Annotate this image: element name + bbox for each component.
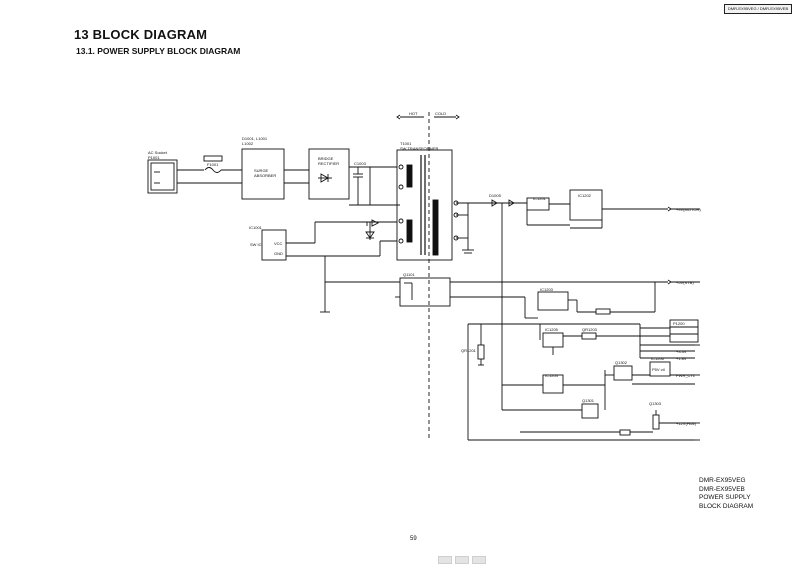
fuse-ref-tag <box>203 155 223 162</box>
ic-a-label: IC1201 <box>533 196 547 201</box>
surge-absorber-block <box>241 148 285 200</box>
qr-switch-2 <box>652 414 660 430</box>
output-label-6: +12V(FAN) <box>676 421 697 426</box>
ic-h-label: Q1303 <box>649 401 662 406</box>
fuse <box>204 167 222 173</box>
hot-label: HOT <box>409 111 418 116</box>
ic-1206-box <box>649 361 671 377</box>
ic-regulator-c <box>537 291 569 311</box>
page-thumbnail[interactable] <box>438 556 452 564</box>
ic-f-label: Q1301 <box>582 398 595 403</box>
sw-ic-pin-vcc: VCC <box>274 241 283 246</box>
ic-e-label: IC1204 <box>545 373 559 378</box>
document-reference-box: DMR-EX95VEG / DMR-EX95VEB <box>724 4 792 14</box>
diode-ref-label: D1005 <box>489 193 502 198</box>
ic-g-label: Q1302 <box>615 360 628 365</box>
qr-switch-1 <box>477 344 485 360</box>
q-switch-f <box>581 403 599 419</box>
ic-c-label: IC1203 <box>540 287 554 292</box>
ic-box-label: P5V ctl <box>652 367 665 372</box>
output-label-5: PWR_CTL <box>676 373 696 378</box>
model-caption: DMR-EX95VEG DMR-EX95VEB POWER SUPPLY BLO… <box>699 477 753 511</box>
ic-b-label: IC1202 <box>578 193 592 198</box>
q-switch-g <box>613 365 633 381</box>
ic-regulator-b <box>569 189 603 221</box>
sw-ic-ref-label: IC1001 <box>249 225 263 230</box>
output-label-1: +9V(MOTOR) <box>676 207 701 212</box>
ic-regulator-d <box>542 332 564 348</box>
page-number: 59 <box>410 536 417 542</box>
page-thumbnail[interactable] <box>472 556 486 564</box>
connector-ref-label: P1200 <box>673 321 685 326</box>
ic-d-label: IC1205 <box>545 327 559 332</box>
resistor <box>595 308 611 315</box>
qr1-label: QR1203 <box>582 327 598 332</box>
sw-ic-label: SW IC <box>250 242 262 247</box>
section-subtitle: 13.1. POWER SUPPLY BLOCK DIAGRAM <box>76 46 241 56</box>
ic-box-ref-label: IC1206 <box>651 356 665 361</box>
fuse-ref-label: F1001 <box>207 162 219 167</box>
output-connector <box>669 319 699 343</box>
output-label-2: +5V(STB) <box>676 280 694 285</box>
ic-regulator-e <box>542 374 564 394</box>
ac-socket <box>147 159 178 194</box>
page-thumbnail[interactable] <box>455 556 469 564</box>
cold-label: COLD <box>435 111 446 116</box>
model-line-1: DMR-EX95VEG <box>699 477 746 484</box>
model-line-4: BLOCK DIAGRAM <box>699 502 754 510</box>
bridge-rectifier-block <box>308 148 350 200</box>
thumbnail-strip <box>0 556 794 564</box>
qr2-label: QR1201 <box>461 348 477 353</box>
capacitor-ref-label: C1003 <box>354 161 367 166</box>
sw-ic-block <box>261 229 287 261</box>
model-line-3: POWER SUPPLY <box>699 494 751 501</box>
photocoupler-label: Q1101 <box>403 272 415 277</box>
output-label-4: +1.8V <box>676 356 687 361</box>
output-label-3: +3.3V <box>676 349 687 354</box>
sw-transformer <box>396 149 453 261</box>
page-title: 13 BLOCK DIAGRAM <box>74 27 208 42</box>
photocoupler-block <box>399 277 451 307</box>
sw-ic-pin-gnd: GND <box>274 251 283 256</box>
model-line-2: DMR-EX95VEB <box>699 485 745 493</box>
